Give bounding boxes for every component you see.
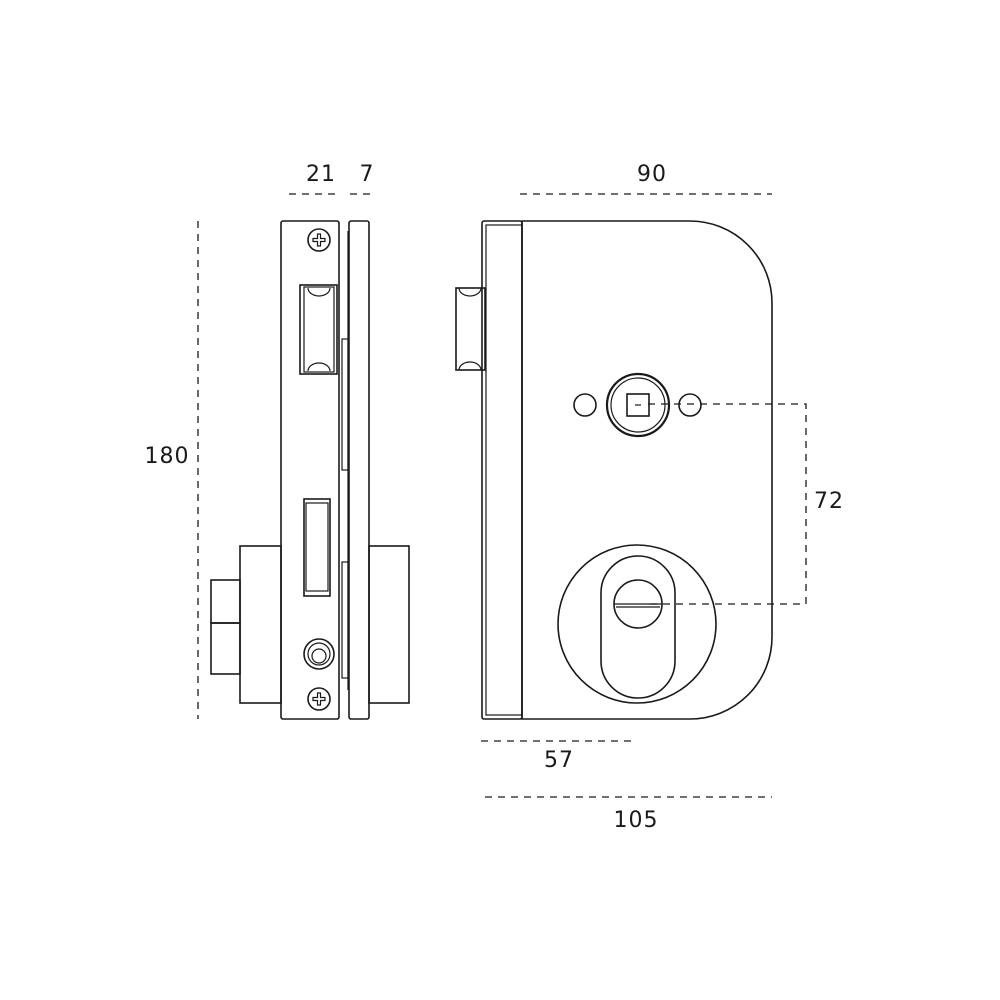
dim-label-57: 57 bbox=[544, 748, 574, 773]
dimension-lines bbox=[197, 193, 807, 798]
side-strip-lower bbox=[341, 561, 349, 679]
dim-label-90: 90 bbox=[637, 162, 667, 187]
side-rear-knob-top bbox=[210, 579, 241, 624]
side-strip-upper bbox=[341, 338, 349, 471]
front-latch-bolt bbox=[455, 287, 486, 371]
cylinder-escutcheon bbox=[557, 544, 717, 704]
side-faceplate bbox=[348, 220, 370, 720]
side-rear-block bbox=[239, 545, 282, 704]
side-cylinder-hole bbox=[303, 638, 335, 670]
screw-icon-bottom bbox=[307, 687, 331, 711]
side-body-plate bbox=[280, 220, 340, 720]
front-screw-hole-right bbox=[678, 393, 702, 417]
spindle-hub-icon bbox=[605, 372, 671, 438]
front-forend-outer bbox=[481, 220, 523, 720]
dim-label-105: 105 bbox=[614, 808, 659, 833]
side-latch-window bbox=[299, 284, 338, 375]
dim-label-7: 7 bbox=[360, 162, 375, 187]
front-screw-hole-left bbox=[573, 393, 597, 417]
dimension-labels: 21 7 90 180 72 57 105 bbox=[145, 162, 844, 833]
side-rear-knob-bottom bbox=[210, 622, 241, 675]
side-view bbox=[210, 220, 410, 720]
front-forend-inner bbox=[485, 224, 523, 716]
dim-label-21: 21 bbox=[306, 162, 336, 187]
dim-label-72: 72 bbox=[814, 489, 844, 514]
side-front-block bbox=[368, 545, 410, 704]
screw-icon-top bbox=[307, 228, 331, 252]
dim-line-72 bbox=[648, 403, 807, 605]
front-housing bbox=[521, 220, 773, 720]
side-bolt-window bbox=[303, 498, 331, 597]
front-view bbox=[455, 220, 773, 720]
dim-label-180: 180 bbox=[145, 444, 190, 469]
